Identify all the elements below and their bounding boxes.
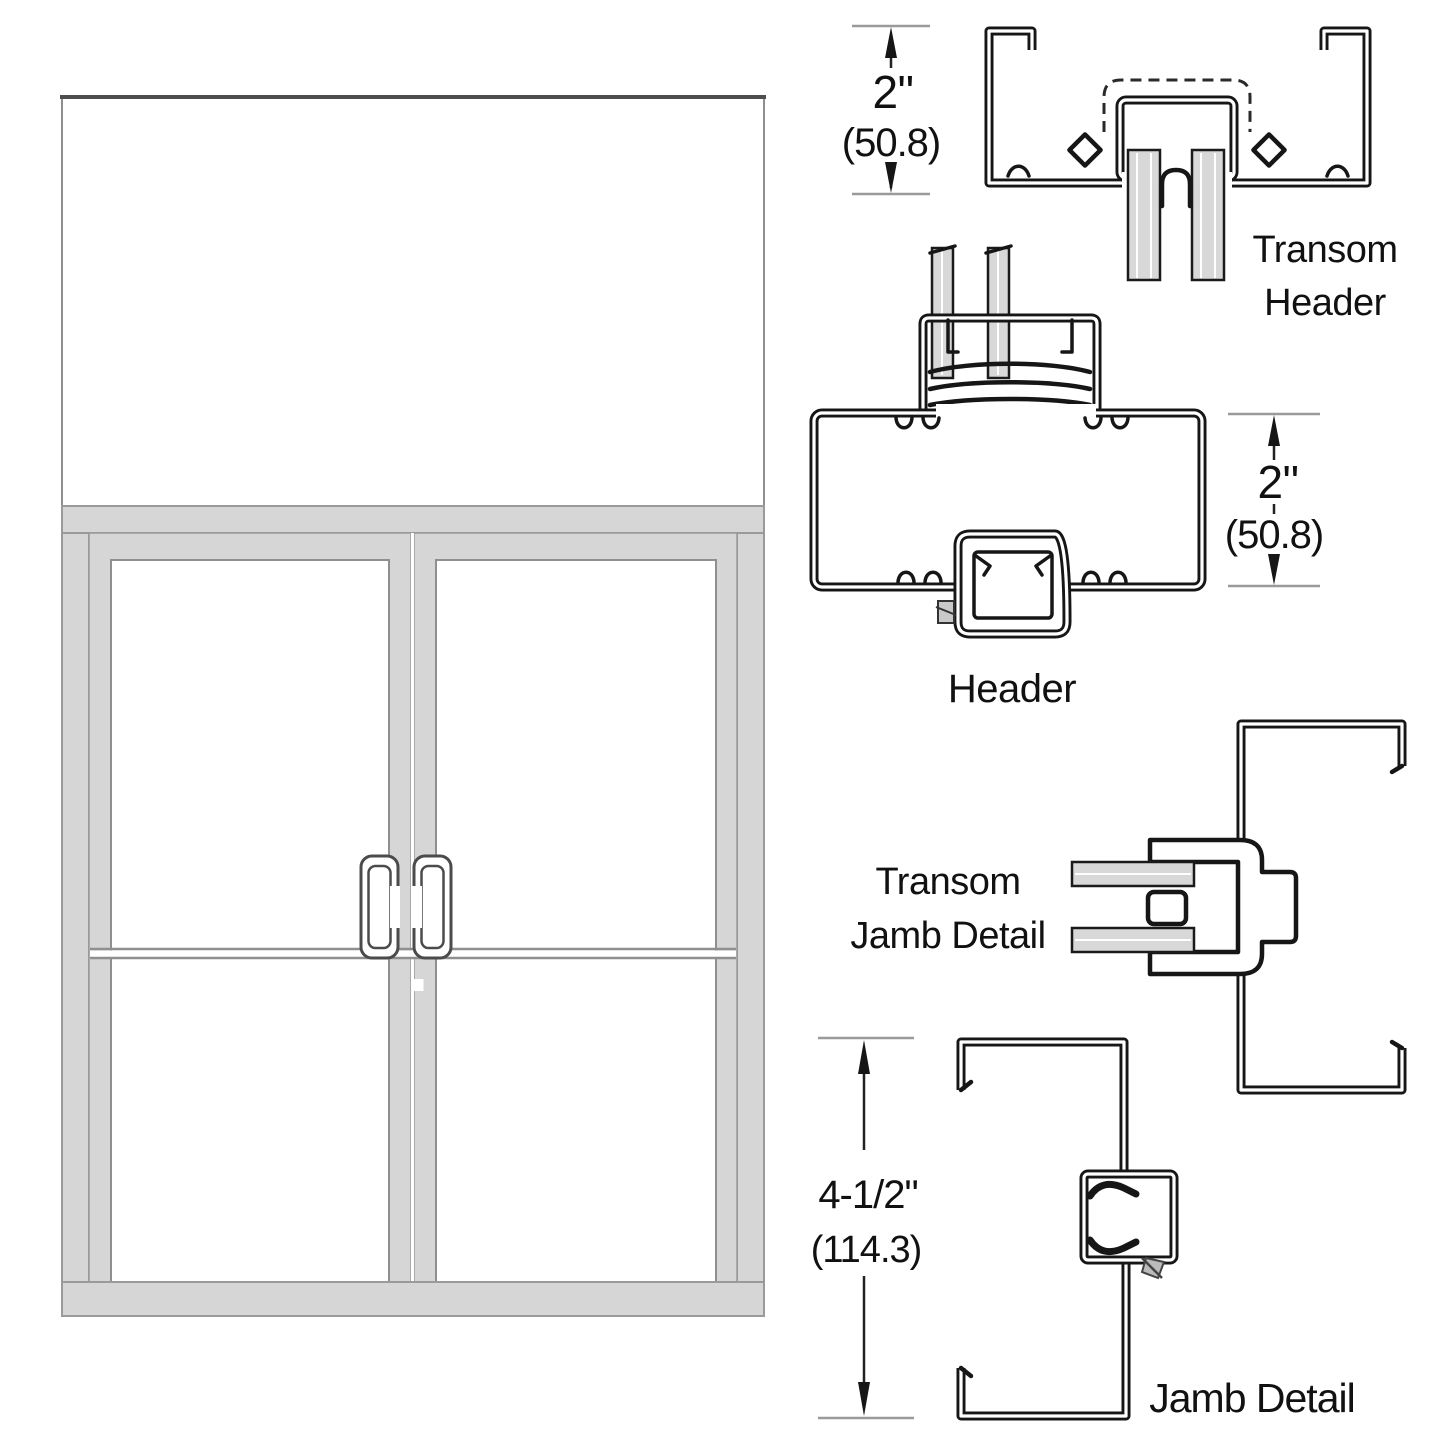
screw-glyph-header	[935, 600, 957, 624]
jamb-dimension: 4-1/2" (114.3)	[811, 1036, 922, 1420]
mid-rail-core	[90, 950, 736, 957]
transom-header-detail: 2" (50.8) Transom Header	[842, 24, 1398, 324]
jamb-clip-top	[1086, 1180, 1140, 1200]
door-frame-left-jamb	[61, 532, 90, 1317]
pocket-hook-left	[946, 318, 960, 354]
arrow-down-icon	[1268, 554, 1280, 585]
transom-jamb-label-line2: Jamb Detail	[850, 915, 1045, 957]
channel-clip-left	[974, 554, 992, 577]
mullion-bar-right	[1190, 148, 1226, 282]
jamb-dim-mm: (114.3)	[811, 1229, 922, 1271]
gasket-1	[927, 361, 1093, 375]
door-elevation	[60, 95, 766, 1317]
channel-clip-right	[1034, 554, 1052, 577]
transom-glass	[61, 95, 765, 507]
transom-header-dim-mm: (50.8)	[842, 121, 941, 165]
screw-boss-top-left	[894, 416, 941, 430]
header-label: Header	[948, 667, 1076, 711]
door-glass-left	[110, 559, 390, 1283]
transom-header-label-line2: Header	[1264, 282, 1386, 324]
channel-hook-top	[1389, 763, 1405, 775]
jamb-dim-inches: 4-1/2"	[818, 1173, 917, 1217]
fastener-diamond-left	[1067, 132, 1103, 168]
door-handle-right	[412, 854, 453, 960]
header-glass	[928, 244, 1013, 380]
transom-header-dimension: 2" (50.8)	[842, 24, 941, 196]
setting-block	[1145, 889, 1189, 927]
door-glass-right	[435, 559, 717, 1283]
transom-jamb-glass	[1070, 860, 1196, 954]
glazing-gasket-arch	[1159, 167, 1193, 209]
door-frame-right-jamb	[736, 532, 765, 1317]
transom-jamb-clamp	[1147, 837, 1299, 977]
door-top-tube	[972, 550, 1054, 620]
jamb-frame-bottom	[961, 1256, 1126, 1416]
fastener-diamond-right	[1251, 132, 1287, 168]
header-dimension: 2" (50.8)	[1225, 412, 1324, 588]
mullion-bar-left	[1126, 148, 1162, 282]
transom-header-dim-inches: 2"	[873, 66, 914, 118]
header-tube	[809, 408, 1207, 592]
pocket-hook-right	[1060, 318, 1074, 354]
channel-hook-bottom	[1389, 1039, 1405, 1051]
header-dim-mm: (50.8)	[1225, 513, 1324, 557]
gasket-3	[927, 396, 1093, 408]
screw-boss-bottom-left	[896, 570, 943, 584]
jamb-frame-top	[961, 1042, 1124, 1178]
header-dim-inches: 2"	[1258, 456, 1299, 508]
clip-left	[1006, 164, 1031, 178]
transom-header-label-line1: Transom	[1252, 229, 1397, 271]
jamb-hook-top	[958, 1079, 974, 1093]
screw-glyph-jamb	[1140, 1256, 1166, 1280]
arrow-down-icon	[858, 1382, 870, 1416]
gasket-2	[927, 380, 1093, 392]
transom-bar	[61, 505, 765, 534]
door-handle-left	[359, 854, 400, 960]
jamb-clip-bottom	[1086, 1236, 1140, 1256]
jamb-hook-bottom	[958, 1365, 974, 1379]
transom-jamb-detail: Transom Jamb Detail	[850, 724, 1402, 1090]
clip-right	[1325, 164, 1350, 178]
arrow-down-icon	[885, 162, 897, 193]
jamb-detail-label: Jamb Detail	[1149, 1375, 1354, 1421]
arrow-up-icon	[885, 27, 897, 58]
dashed-glazing-line	[1102, 78, 1252, 132]
arrow-up-icon	[1268, 415, 1280, 446]
door-bottom-rail	[61, 1281, 765, 1317]
arrow-up-icon	[858, 1040, 870, 1074]
lock-indicator	[413, 979, 424, 991]
screw-boss-bottom-right	[1081, 570, 1128, 584]
jamb-detail: 4-1/2" (114.3) Jamb Detail	[811, 1036, 1356, 1421]
header-detail: 2" (50.8) Header	[809, 244, 1324, 711]
transom-jamb-label-line1: Transom	[875, 861, 1020, 903]
screw-boss-top-right	[1083, 416, 1130, 430]
